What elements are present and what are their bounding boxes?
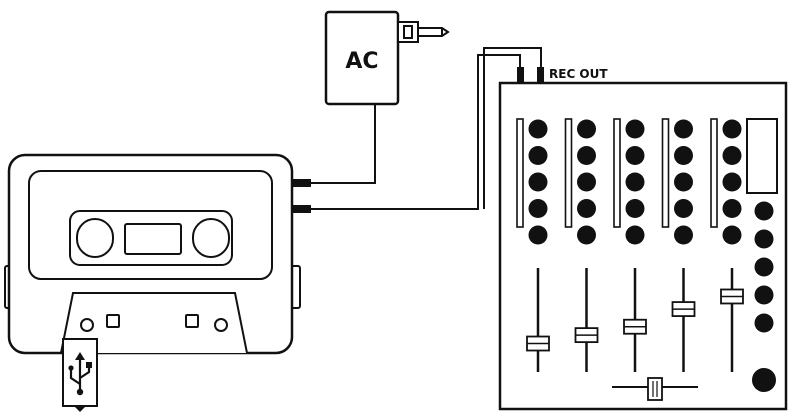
cassette-spool-left	[76, 218, 114, 258]
channel-knob[interactable]	[722, 119, 742, 139]
channel-knob[interactable]	[528, 146, 548, 165]
channel-knob[interactable]	[674, 225, 693, 245]
channel-knob[interactable]	[577, 199, 596, 218]
usb-icon	[68, 352, 92, 396]
rec-out-label: REC OUT	[549, 67, 608, 81]
channel-knob[interactable]	[674, 199, 693, 218]
channel-knob[interactable]	[577, 146, 596, 165]
cables	[311, 47, 542, 210]
master-knob[interactable]	[754, 313, 774, 333]
channel-knob[interactable]	[528, 225, 548, 245]
cassette-square-left	[106, 314, 120, 328]
rec-out-jack-left	[517, 67, 524, 84]
mixer-display	[746, 118, 778, 194]
channel-knob[interactable]	[528, 199, 548, 218]
cassette-hole-left	[80, 318, 94, 332]
power-jack	[292, 179, 311, 187]
dj-mixer: REC OUT	[498, 67, 788, 411]
channel-knob[interactable]	[674, 172, 693, 192]
mixer-channel-2	[564, 118, 599, 372]
usb-stick	[62, 338, 98, 412]
cassette-hole-right	[214, 318, 228, 332]
channel-knob[interactable]	[674, 146, 693, 165]
cassette-adapter	[4, 153, 301, 355]
channel-knob[interactable]	[577, 119, 596, 139]
level-meter	[661, 118, 670, 228]
mixer-channel-4	[661, 118, 696, 372]
audio-cable-return	[483, 47, 542, 209]
channel-knob[interactable]	[577, 225, 596, 245]
master-knobs	[754, 201, 774, 333]
crossfader[interactable]	[612, 377, 698, 401]
mixer-channels	[516, 118, 744, 372]
channel-fader[interactable]	[623, 318, 647, 335]
crossfader-cap[interactable]	[647, 377, 663, 401]
channel-knob[interactable]	[722, 199, 742, 218]
mixer-body	[498, 81, 788, 411]
level-meter	[710, 118, 718, 228]
channel-fader[interactable]	[671, 301, 696, 317]
cassette-center-window	[124, 223, 182, 255]
audio-jack	[292, 205, 311, 213]
mixer-channel-3	[613, 118, 647, 372]
master-knob[interactable]	[754, 201, 774, 221]
channel-knob[interactable]	[674, 119, 693, 139]
level-meter	[516, 118, 524, 228]
master-knob[interactable]	[754, 229, 774, 249]
channel-knob[interactable]	[528, 119, 548, 139]
channel-knob[interactable]	[577, 172, 596, 192]
channel-knob[interactable]	[625, 225, 645, 245]
crossfader-cap-body[interactable]	[647, 377, 663, 401]
audio-cable	[311, 54, 521, 210]
channel-knob[interactable]	[625, 119, 645, 139]
cassette-square-right	[185, 314, 199, 328]
mixer-channel-1	[516, 118, 550, 372]
channel-knob[interactable]	[722, 146, 742, 165]
channel-fader[interactable]	[720, 288, 744, 305]
master-volume-knob[interactable]	[752, 368, 776, 392]
master-knob[interactable]	[754, 257, 774, 277]
master-knob[interactable]	[754, 285, 774, 305]
channel-knob[interactable]	[625, 146, 645, 165]
level-meter	[613, 118, 621, 228]
channel-knob[interactable]	[722, 225, 742, 245]
channel-knob[interactable]	[625, 172, 645, 192]
plug-icon	[397, 21, 450, 43]
cassette-jacks	[292, 179, 311, 213]
level-meter	[564, 118, 573, 228]
channel-fader[interactable]	[574, 327, 599, 344]
cassette-bottom-shelf	[60, 292, 248, 354]
channel-knob[interactable]	[528, 172, 548, 192]
channel-fader[interactable]	[526, 335, 550, 352]
cassette-spool-right	[192, 218, 230, 258]
rec-out-jack-right	[537, 67, 544, 84]
channel-knob[interactable]	[722, 172, 742, 192]
channel-knob[interactable]	[625, 199, 645, 218]
adapter-body	[324, 10, 400, 106]
usb-stick-tip	[74, 406, 86, 412]
adapter-label: AC	[345, 49, 378, 74]
power-cable	[311, 105, 376, 184]
ac-adapter: AC	[324, 10, 450, 106]
mixer-channel-5	[710, 118, 744, 372]
